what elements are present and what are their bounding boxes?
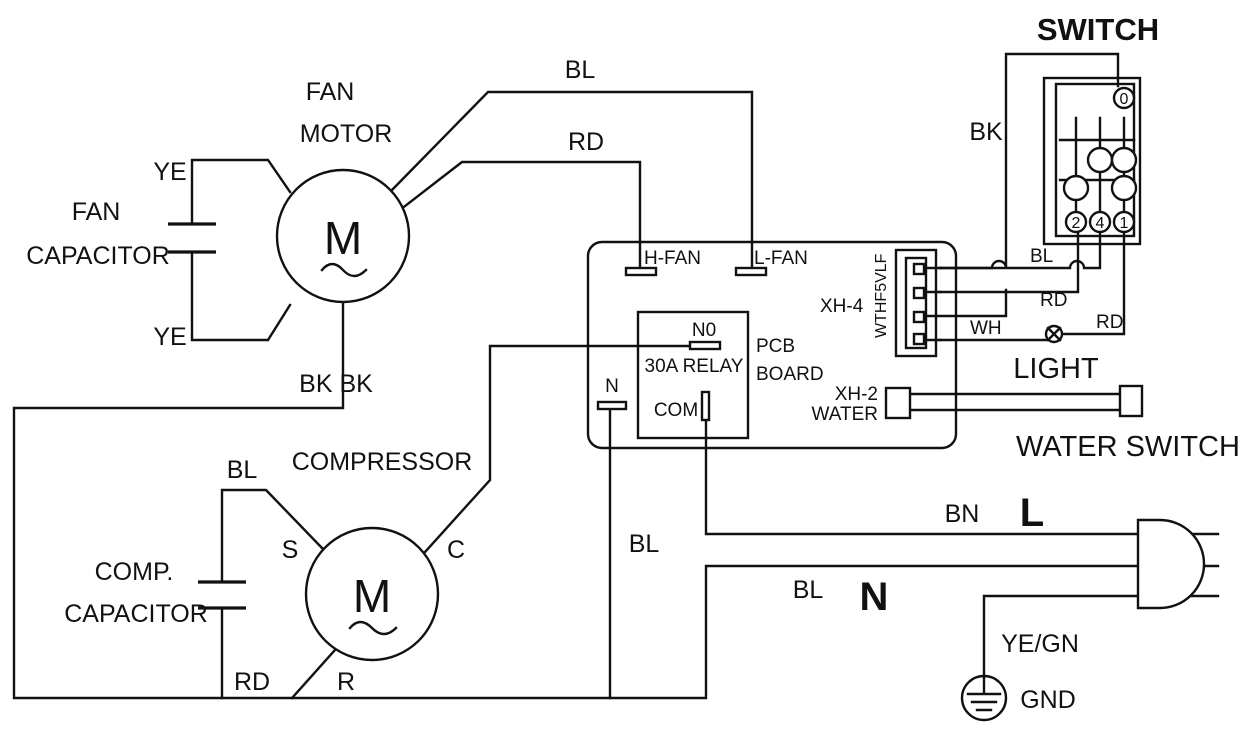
wire-xh4-pins	[918, 266, 1008, 342]
wire-fan-rd	[398, 160, 642, 270]
relay-no-terminal	[688, 340, 722, 351]
light-bulb	[1044, 324, 1064, 344]
wire-label-ye-top: YE	[153, 158, 186, 186]
compressor-label: COMPRESSOR	[292, 448, 473, 476]
water-switch-box	[1118, 384, 1144, 418]
fan-motor-label-1: FAN	[306, 78, 355, 106]
switch-label-0: 0	[1120, 91, 1129, 108]
wire-label-bk-switch: BK	[969, 118, 1003, 146]
switch-label-4: 4	[1096, 215, 1105, 232]
relay-com-terminal	[700, 390, 711, 422]
ground-symbol	[960, 674, 1008, 722]
wire-com-l	[704, 394, 1142, 536]
relay-no-label: N0	[692, 320, 716, 341]
wire-label-ye-gn: YE/GN	[1001, 630, 1079, 658]
pcb-board	[586, 240, 958, 450]
wire-label-rd-top: RD	[568, 128, 604, 156]
comp-terminal-s: S	[282, 536, 299, 564]
line-label-n: N	[860, 575, 889, 619]
light-label: LIGHT	[1013, 353, 1099, 385]
xh4-label: XH-4	[820, 296, 864, 317]
xh4-inner	[904, 256, 928, 350]
fan-motor-circle	[275, 168, 411, 304]
pcb-label-1: PCB	[756, 336, 795, 357]
wire-label-rd-comp: RD	[234, 668, 270, 696]
l-fan-label: L-FAN	[754, 248, 808, 269]
power-plug	[1136, 518, 1206, 610]
n-terminal	[596, 400, 628, 411]
switch-title: SWITCH	[1037, 12, 1159, 47]
xh2-connector	[884, 386, 912, 420]
comp-capacitor-label-2: CAPACITOR	[64, 600, 208, 628]
compressor-symbol: M	[353, 570, 391, 622]
switch: 0 2 4 1	[1042, 76, 1142, 246]
l-fan-terminal	[734, 266, 768, 277]
comp-capacitor-label-1: COMP.	[95, 558, 174, 586]
xh4-connector	[894, 248, 938, 358]
fan-motor: M	[275, 168, 411, 304]
wthf-label: WTHF5VLF	[873, 253, 890, 338]
fan-motor-symbol: M	[324, 212, 362, 264]
wire-label-ye-bottom: YE	[153, 323, 186, 351]
relay-label: 30A RELAY	[645, 356, 744, 377]
wire-water	[908, 392, 1122, 412]
switch-label-1: 1	[1120, 215, 1129, 232]
wire-fan-cap	[190, 158, 292, 342]
wire-label-wh: WH	[970, 318, 1002, 339]
wire-fan-bk	[12, 298, 612, 700]
fan-motor-label-2: MOTOR	[300, 120, 393, 148]
compressor-tilde	[348, 620, 398, 636]
wire-comp-r	[290, 648, 337, 700]
h-fan-terminal	[624, 266, 658, 277]
line-label-l: L	[1020, 491, 1044, 535]
wire-label-bl-top: BL	[565, 56, 596, 84]
relay-box	[636, 310, 750, 440]
wire-label-bk-bk: BK BK	[299, 370, 373, 398]
comp-capacitor	[198, 580, 246, 610]
switch-pos-4	[1088, 210, 1112, 234]
switch-pos-2	[1064, 210, 1088, 234]
relay-com-label: COM	[654, 400, 698, 421]
wire-rd-light	[1058, 224, 1126, 336]
wire-label-bl-switch: BL	[1030, 246, 1053, 267]
wire-pcb-n	[608, 406, 1142, 700]
wire-fan-bl	[388, 90, 754, 270]
wire-label-bl-n: BL	[793, 576, 824, 604]
fan-capacitor	[168, 222, 216, 254]
wire-comp-cap	[220, 488, 324, 700]
switch-pos-0	[1112, 86, 1136, 110]
wire-rd-switch1	[938, 224, 1080, 294]
comp-terminal-r: R	[337, 668, 355, 696]
switch-outline	[1042, 76, 1142, 246]
wire-bk-switch	[938, 52, 1120, 270]
labels: SWITCH FAN MOTOR FAN CAPACITOR YE YE BL …	[26, 12, 1240, 714]
fan-capacitor-label-2: CAPACITOR	[26, 242, 170, 270]
pcb-outline	[586, 240, 958, 450]
compressor: M	[304, 526, 440, 662]
wire-label-bn: BN	[945, 500, 980, 528]
wire-label-bl-comp: BL	[227, 456, 258, 484]
gnd-label: GND	[1020, 686, 1076, 714]
wire-label-rd-switch1: RD	[1040, 290, 1067, 311]
wire-label-bl-mid: BL	[629, 530, 660, 558]
compressor-circle	[304, 526, 440, 662]
wire-comp-c	[423, 344, 692, 554]
pcb-n-label: N	[605, 376, 619, 397]
comp-terminal-c: C	[447, 536, 465, 564]
water-switch-label: WATER SWITCH	[1016, 431, 1240, 463]
fan-capacitor-label-1: FAN	[72, 198, 121, 226]
switch-pos-1	[1112, 210, 1136, 234]
wire-gnd	[982, 594, 1142, 678]
xh2-label-2: WATER	[812, 404, 879, 425]
pcb-label-2: BOARD	[756, 364, 824, 385]
fan-motor-tilde	[320, 262, 368, 278]
xh2-label-1: XH-2	[835, 384, 878, 405]
wire-label-rd-switch2: RD	[1096, 312, 1123, 333]
h-fan-label: H-FAN	[644, 248, 701, 269]
switch-label-2: 2	[1072, 215, 1081, 232]
